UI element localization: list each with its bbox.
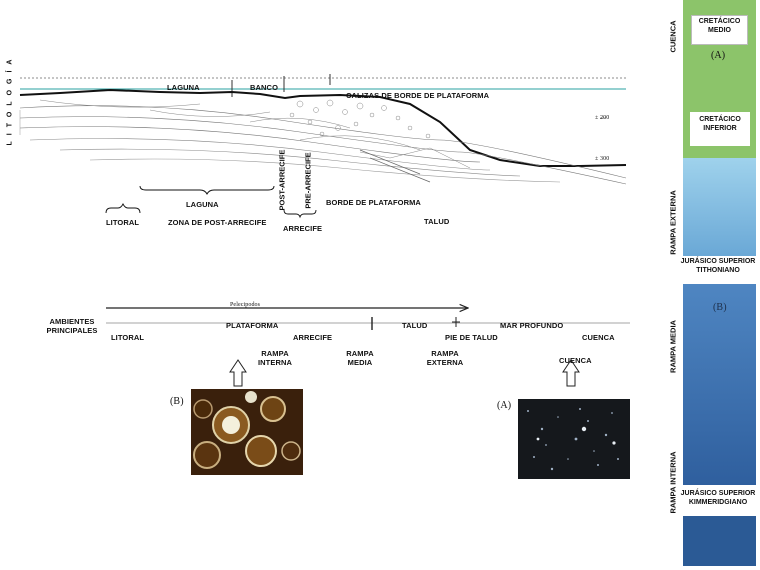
arrow-label-pelecipodos: Pelecipodos [230, 302, 261, 308]
photo-a-thin-section [518, 399, 630, 479]
ambientes-principales-header: AMBIENTES PRINCIPALES [46, 317, 98, 335]
env-arrecife: ARRECIFE [293, 333, 333, 342]
column-band-dark-blue [683, 515, 756, 566]
column-band-light-blue [683, 158, 756, 256]
env-cuenca: CUENCA [582, 333, 615, 342]
box-tithoniano: JURÁSICO SUPERIOR TITHONIANO [676, 256, 760, 284]
label-borde-plataforma: BORDE DE PLATAFORMA [326, 198, 421, 207]
photo-a-label: (A) [497, 400, 512, 411]
env-talud: TALUD [402, 321, 428, 330]
ramp-interna: RAMPA INTERNA [257, 349, 293, 367]
label-post-arrecife: POST-ARRECIFE [277, 149, 287, 211]
env-litoral: LITORAL [111, 333, 145, 342]
label-laguna-top: LAGUNA [167, 83, 200, 92]
ramp-externa: RAMPA EXTERNA [426, 349, 464, 367]
env-mar-profundo: MAR PROFUNDO [500, 321, 564, 330]
label-litoral-top: LITORAL [106, 218, 140, 227]
column-side-rampa-media: RAMPA MEDIA [668, 320, 678, 373]
column-marker-b: (B) [713, 302, 727, 313]
env-plataforma: PLATAFORMA [226, 321, 279, 330]
label-talud-top: TALUD [424, 217, 450, 226]
column-side-rampa-externa: RAMPA EXTERNA [668, 190, 678, 255]
box-cretacico-inferior: CRETÁCICO INFERIOR [690, 112, 750, 146]
label-banco: BANCO [250, 83, 278, 92]
label-laguna-bottom: LAGUNA [186, 200, 219, 209]
label-zona-post-arrecife: ZONA DE POST-ARRECIFE [168, 218, 267, 227]
label-arrecife-top: ARRECIFE [283, 224, 323, 233]
ramp-media: RAMPA MEDIA [346, 349, 374, 367]
column-marker-a: (A) [711, 50, 726, 61]
column-band-mid-blue [683, 283, 756, 485]
environments-lines [106, 290, 630, 387]
depth-mark-300: ± 300 [595, 156, 610, 162]
env-pie-de-talud: PIE DE TALUD [445, 333, 498, 342]
lithology-profile-drawing [19, 74, 627, 219]
photo-b-thin-section [191, 389, 303, 475]
label-calizas-borde: CALIZAS DE BORDE DE PLATAFORMA [346, 91, 490, 100]
box-cretacico-medio: CRETÁCICO MEDIO [691, 15, 748, 45]
column-side-cuenca: CUENCA [668, 20, 678, 53]
photo-b-label: (B) [170, 396, 184, 407]
label-pre-arrecife: PRE-ARRECIFE [303, 152, 313, 209]
box-kimmeridgiano: JURÁSICO SUPERIOR KIMMERIDGIANO [676, 488, 760, 516]
ramp-cuenca: CUENCA [559, 356, 592, 365]
depth-mark-200: ± 200 [595, 115, 610, 121]
